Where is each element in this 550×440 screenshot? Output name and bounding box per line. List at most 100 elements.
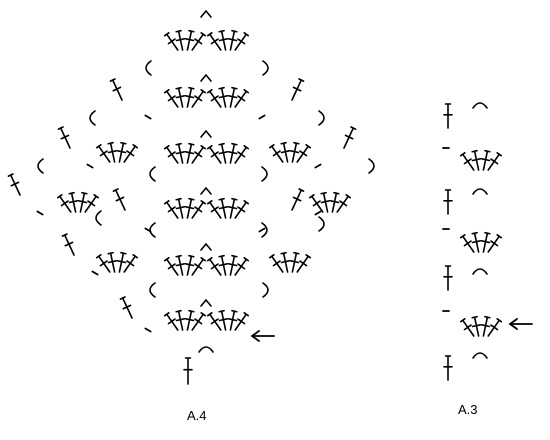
- treble-symbol: [163, 200, 179, 219]
- slip-stitch-symbol: [314, 163, 322, 169]
- treble-symbol: [291, 78, 305, 101]
- treble-symbol: [107, 251, 118, 273]
- treble-symbol: [280, 141, 291, 163]
- slip-stitch-symbol: [144, 327, 152, 333]
- chain-symbol: [472, 268, 488, 275]
- treble-symbol: [329, 191, 340, 213]
- treble-symbol: [175, 254, 186, 276]
- treble-symbol: [116, 141, 127, 163]
- slip-stitch-symbol: [258, 227, 266, 233]
- treble-symbol: [268, 254, 284, 273]
- treble-symbol: [487, 234, 503, 253]
- fan-symbol: [206, 254, 250, 276]
- treble-symbol: [443, 355, 453, 381]
- treble-symbol: [227, 142, 238, 164]
- treble-symbol: [234, 32, 250, 51]
- treble-symbol: [107, 141, 118, 163]
- treble-symbol: [191, 145, 207, 164]
- chain-symbol: [262, 282, 269, 298]
- treble-symbol: [268, 144, 284, 163]
- treble-symbol: [296, 144, 312, 163]
- treble-symbol: [218, 142, 229, 164]
- treble-symbol: [175, 197, 186, 219]
- fan-symbol: [163, 29, 207, 51]
- treble-symbol: [234, 312, 250, 331]
- treble-symbol: [480, 231, 491, 253]
- chain-symbol: [37, 158, 44, 174]
- treble-symbol: [184, 29, 195, 51]
- treble-symbol: [289, 251, 300, 273]
- chain-symbol: [149, 282, 156, 298]
- treble-symbol: [218, 309, 229, 331]
- chain-symbol: [472, 188, 488, 195]
- treble-symbol: [234, 257, 250, 276]
- fan-symbol: [56, 191, 100, 213]
- treble-symbol: [175, 309, 186, 331]
- treble-symbol: [443, 265, 453, 291]
- treble-symbol: [308, 194, 324, 213]
- treble-symbol: [109, 78, 123, 101]
- treble-symbol: [77, 191, 88, 213]
- treble-symbol: [459, 318, 475, 337]
- fan-symbol: [95, 251, 139, 273]
- fan-symbol: [163, 309, 207, 331]
- treble-symbol: [191, 200, 207, 219]
- fan-symbol: [459, 315, 503, 337]
- chain-symbol: [200, 73, 212, 82]
- chain-symbol: [149, 166, 156, 182]
- treble-symbol: [459, 234, 475, 253]
- fan-symbol: [206, 86, 250, 108]
- chain-symbol: [261, 166, 268, 182]
- treble-symbol: [206, 145, 222, 164]
- treble-symbol: [184, 142, 195, 164]
- chain-symbol: [262, 60, 269, 76]
- slip-stitch-symbol: [144, 227, 152, 233]
- slip-stitch-symbol: [86, 163, 94, 169]
- treble-symbol: [163, 145, 179, 164]
- treble-symbol: [206, 89, 222, 108]
- treble-symbol: [218, 86, 229, 108]
- treble-symbol: [84, 194, 100, 213]
- diagram-a4: [7, 9, 375, 385]
- treble-symbol: [487, 152, 503, 171]
- fan-symbol: [95, 141, 139, 163]
- treble-symbol: [206, 200, 222, 219]
- treble-symbol: [183, 357, 193, 385]
- treble-symbol: [227, 309, 238, 331]
- treble-symbol: [56, 194, 72, 213]
- treble-symbol: [191, 32, 207, 51]
- treble-symbol: [218, 29, 229, 51]
- fan-symbol: [268, 251, 312, 273]
- fan-symbol: [308, 191, 352, 213]
- diagram-a3-label: A.3: [458, 402, 478, 417]
- treble-symbol: [206, 32, 222, 51]
- start-arrow: [251, 330, 275, 342]
- treble-symbol: [116, 251, 127, 273]
- chain-symbol: [89, 110, 96, 126]
- treble-symbol: [206, 312, 222, 331]
- chain-symbol: [200, 298, 212, 307]
- treble-symbol: [191, 89, 207, 108]
- fan-symbol: [163, 86, 207, 108]
- treble-symbol: [191, 312, 207, 331]
- fan-symbol: [163, 142, 207, 164]
- fan-symbol: [163, 254, 207, 276]
- start-arrow: [509, 318, 533, 330]
- treble-symbol: [218, 254, 229, 276]
- slip-stitch-symbol: [91, 270, 99, 276]
- treble-symbol: [471, 231, 482, 253]
- treble-symbol: [163, 312, 179, 331]
- treble-symbol: [163, 257, 179, 276]
- treble-symbol: [480, 149, 491, 171]
- chain-symbol: [318, 110, 325, 126]
- fan-symbol: [459, 149, 503, 171]
- treble-symbol: [119, 296, 133, 319]
- chain-symbol: [149, 222, 156, 238]
- chain-symbol: [472, 352, 488, 359]
- fan-symbol: [206, 309, 250, 331]
- treble-symbol: [184, 86, 195, 108]
- treble-symbol: [184, 309, 195, 331]
- treble-symbol: [7, 173, 21, 196]
- treble-symbol: [227, 86, 238, 108]
